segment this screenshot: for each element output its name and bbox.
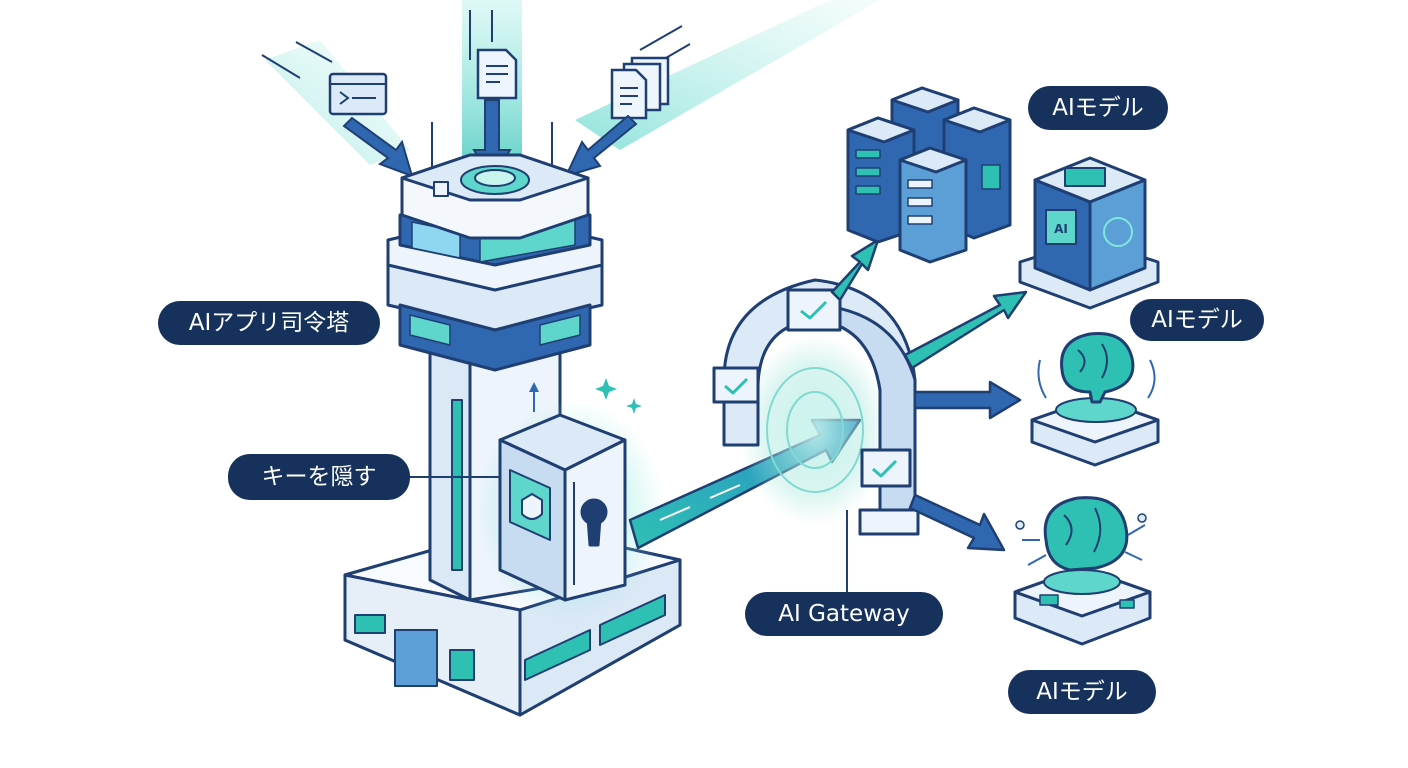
brain-model-mid: [1030, 332, 1160, 467]
code-window-icon: [328, 72, 388, 116]
gateway-arch: [712, 278, 920, 536]
ai-model-label-bottom: AIモデル: [1008, 670, 1156, 714]
up-arrow-icon: [529, 382, 539, 412]
document-icon: [476, 48, 518, 100]
hide-key-label: キーを隠す: [228, 454, 410, 500]
control-tower-label: AIアプリ司令塔: [158, 301, 380, 345]
documents-stack-icon: [610, 56, 670, 120]
sparkle-icon: [595, 378, 642, 414]
chip-label: AI: [1054, 222, 1068, 236]
right-beam: [575, 0, 880, 150]
ai-model-label-top: AIモデル: [1028, 86, 1168, 130]
ai-model-label-mid: AIモデル: [1130, 299, 1264, 341]
brain-model-bottom: [1013, 496, 1152, 646]
ai-gateway-label: AI Gateway: [745, 592, 943, 636]
callout-lines: [410, 476, 848, 592]
server-cluster: [846, 86, 1012, 264]
secure-vault: [475, 400, 665, 620]
outgoing-arrows: [830, 238, 1028, 552]
ai-chip-cube: [1018, 156, 1160, 310]
